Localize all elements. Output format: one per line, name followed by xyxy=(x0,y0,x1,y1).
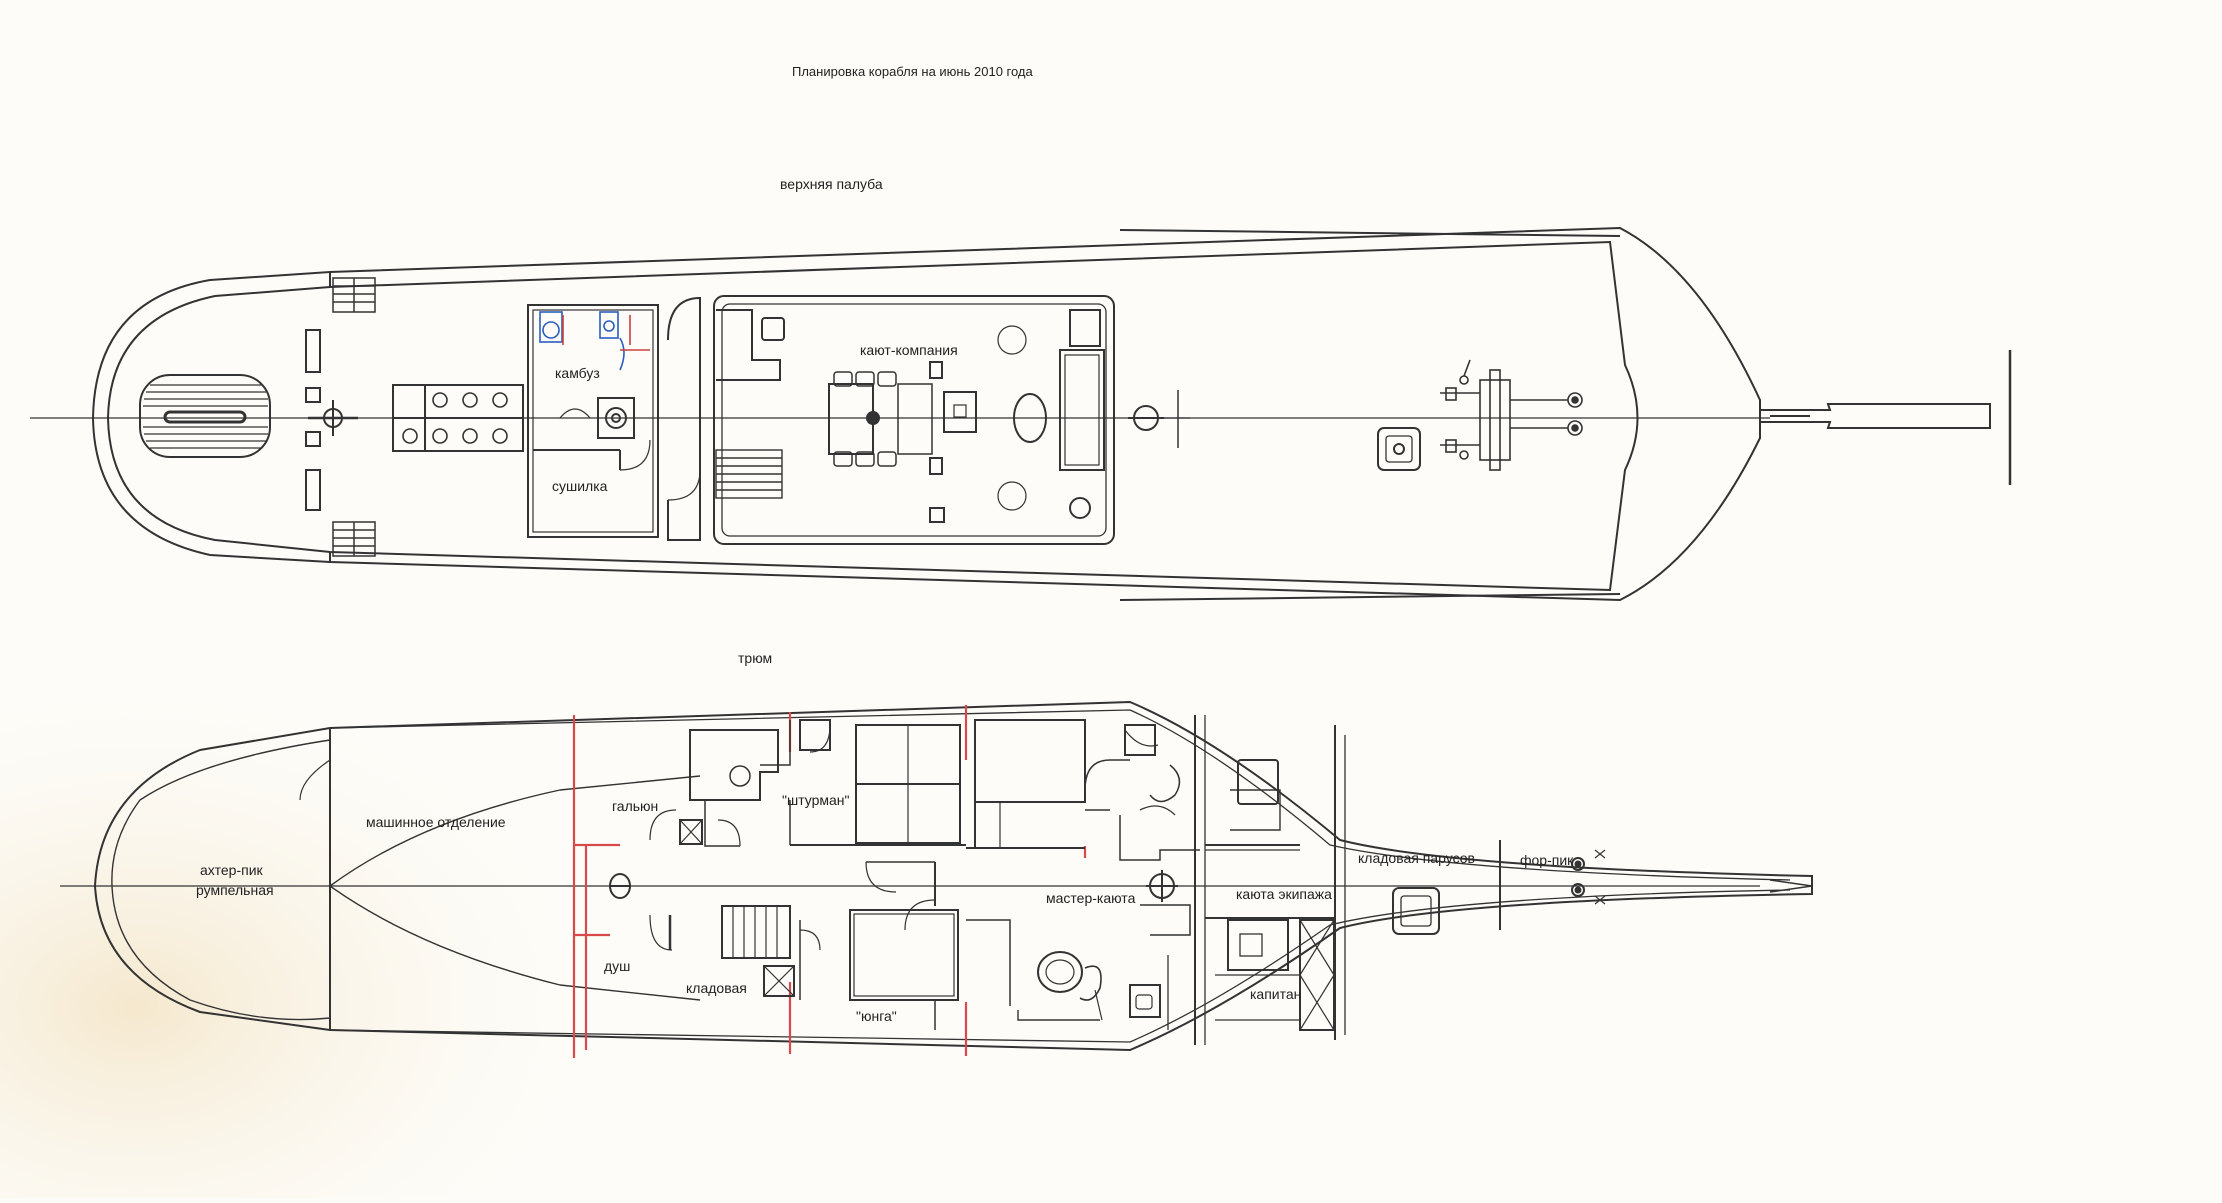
saloon-stool xyxy=(929,361,943,379)
cabin-boy-bunk xyxy=(849,909,959,1001)
hold-head xyxy=(689,729,779,801)
aft-bench-top xyxy=(305,329,321,373)
aft-hatch-handle xyxy=(163,410,247,424)
drawing-title: Планировка корабля на июнь 2010 года xyxy=(792,64,1033,79)
saloon-stairs xyxy=(715,449,783,499)
label-pantry: кладовая xyxy=(686,980,747,996)
hold-stairs xyxy=(721,905,791,959)
mid-cabin-bunk xyxy=(974,719,1086,803)
hold-pantry-box xyxy=(763,965,795,997)
saloon-plant-top xyxy=(997,325,1027,355)
master-cabin-toilet xyxy=(1129,984,1161,1018)
upper-deck-heading: верхняя палуба xyxy=(780,176,883,192)
master-locker xyxy=(1124,724,1156,756)
label-engine-room: машинное отделение xyxy=(366,814,506,830)
upper-hull-outer xyxy=(91,226,1761,602)
master-cabin-basin xyxy=(1037,951,1083,993)
upper-deck-plan xyxy=(30,226,2012,602)
hold-heading: трюм xyxy=(738,650,773,666)
navigator-locker xyxy=(799,719,831,751)
saloon-mast-step xyxy=(1069,497,1091,519)
chain-locker-bottom xyxy=(1571,883,1585,897)
label-master-cabin: мастер-каюта xyxy=(1046,890,1136,906)
label-sail-store: кладовая парусов xyxy=(1358,850,1475,866)
captain-bunk xyxy=(1227,919,1289,971)
label-shower: душ xyxy=(604,958,631,974)
upper-hull-rail-top xyxy=(1119,229,1621,237)
saloon-corner-cabinet xyxy=(1069,309,1101,347)
label-saloon: кают-компания xyxy=(860,342,958,358)
label-aft-peak: ахтер-пик xyxy=(200,862,263,878)
label-captain: капитан xyxy=(1250,986,1302,1002)
hold-hull-outer xyxy=(93,700,1813,1052)
chain-locker-top xyxy=(1571,857,1585,871)
label-crew-cabin: каюта экипажа xyxy=(1236,886,1332,902)
label-steering: румпельная xyxy=(196,882,274,898)
hold-partitions-red xyxy=(572,705,1087,1058)
label-head: гальюн xyxy=(612,798,659,814)
bowsprit xyxy=(1760,403,1991,429)
saloon-side-table xyxy=(943,391,977,433)
saloon-ellipse-table xyxy=(1013,393,1047,443)
aft-hatch xyxy=(139,374,271,458)
saloon-deckhouse xyxy=(713,295,1115,545)
saloon-plant-bottom xyxy=(997,481,1027,511)
galley-sink xyxy=(597,397,635,439)
label-navigator: "штурман" xyxy=(782,792,850,808)
sail-store-hatch xyxy=(1392,887,1440,935)
paper-stain xyxy=(0,560,900,1198)
aft-stairs-bottom xyxy=(332,521,376,557)
saloon-bench xyxy=(1059,349,1105,471)
companionway xyxy=(667,296,701,541)
saloon-sofa xyxy=(716,309,781,381)
anchor-windlass xyxy=(1440,359,1583,471)
forward-hatch xyxy=(1377,427,1421,471)
aft-bench-bottom xyxy=(305,469,321,511)
hold-plan xyxy=(60,700,1813,1058)
crew-locker xyxy=(1237,759,1279,805)
label-cabin-boy: "юнга" xyxy=(856,1008,897,1024)
saloon-chair xyxy=(761,317,785,341)
galley-house xyxy=(527,304,659,538)
upper-hull-rail-bottom xyxy=(1119,593,1621,601)
label-dryer: сушилка xyxy=(552,478,608,494)
hold-head-toilet xyxy=(679,819,703,845)
upper-hull-inner xyxy=(106,240,1639,592)
label-galley: камбуз xyxy=(555,365,600,381)
label-fore-peak: фор-пик xyxy=(1520,852,1574,868)
aft-stairs-top xyxy=(332,277,376,313)
